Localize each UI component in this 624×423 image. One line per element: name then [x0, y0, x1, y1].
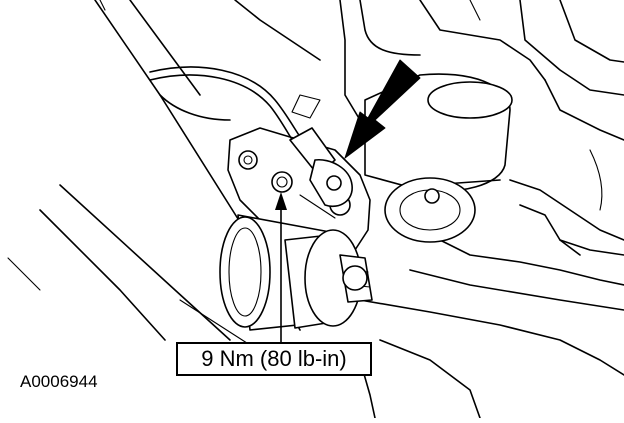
engine-block [339, 0, 624, 419]
pointer-arrow-icon [344, 59, 421, 159]
ground-cable [149, 66, 353, 219]
callout-leader-icon [275, 192, 287, 342]
torque-spec-label: 9 Nm (80 lb-in) [201, 346, 347, 371]
solenoid-housing [364, 73, 513, 243]
figure-id-label: A0006944 [20, 372, 98, 391]
starter-cylinder [219, 214, 373, 331]
torque-callout-box: 9 Nm (80 lb-in) [176, 342, 372, 376]
